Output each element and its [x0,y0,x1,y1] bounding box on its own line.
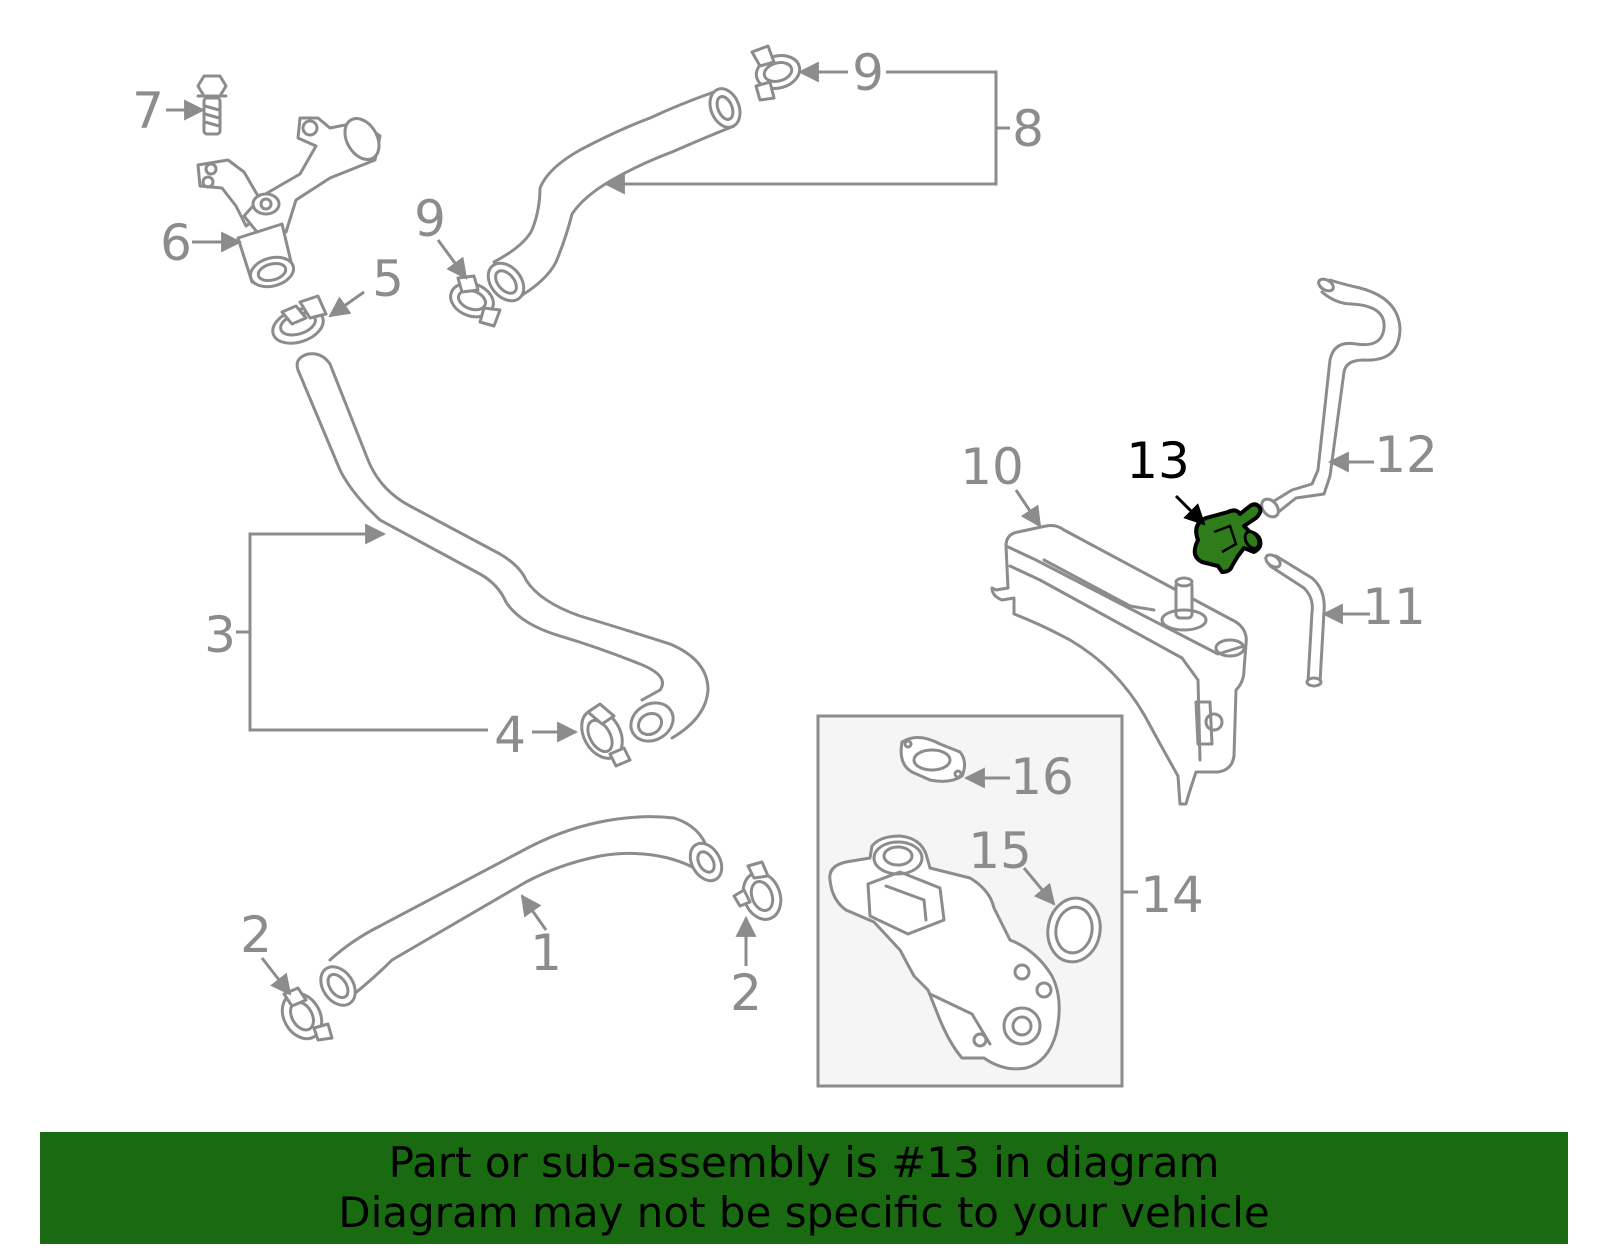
clamp-part-2-left [280,986,334,1042]
banner-line-disclaimer: Diagram may not be specific to your vehi… [338,1188,1270,1237]
callout-9-lower: 9 [414,190,446,248]
part-notice-banner: Part or sub-assembly is #13 in diagram D… [40,1132,1568,1244]
callout-4: 4 [494,706,526,764]
fitting-part-13-highlighted[interactable] [1192,502,1263,574]
callout-12: 12 [1374,426,1438,484]
leader-1 [520,894,548,931]
clamp-part-9-upper [750,44,802,102]
hose-part-1 [319,815,724,1007]
callout-3: 3 [204,606,236,664]
leader-5 [328,290,365,318]
leader-10 [1014,489,1042,528]
callout-1: 1 [530,924,562,982]
bracket-3 [248,532,488,732]
clamp-part-2-right [732,860,783,921]
bracket-8 [606,70,998,186]
outlet-pipe-part-6 [196,116,382,289]
leader-13 [1174,494,1206,526]
leader-15 [1022,867,1056,906]
callout-15: 15 [968,822,1032,880]
bolt-part-7 [196,74,228,136]
callout-9-upper: 9 [852,44,884,102]
callout-11: 11 [1362,578,1426,636]
callout-6: 6 [160,214,192,272]
water-pump-housing [828,834,1061,1071]
clamp-part-5 [271,294,328,345]
clamp-part-4 [580,702,632,768]
clamp-part-9-lower [449,274,502,328]
hose-part-11 [1264,553,1326,688]
callout-8: 8 [1012,100,1044,158]
hose-part-12 [1260,277,1402,519]
callout-2-right: 2 [730,964,762,1022]
hose-part-8 [486,87,742,303]
leader-9-lower [436,239,468,280]
callout-7: 7 [132,82,164,140]
banner-line-part-number: Part or sub-assembly is #13 in diagram [388,1138,1220,1187]
callout-10: 10 [960,438,1024,496]
seal-ring-part-15 [1046,896,1102,964]
callout-13-highlighted[interactable]: 13 [1126,432,1190,490]
callout-2-left: 2 [240,906,272,964]
leader-2-left [260,957,292,996]
gasket-part-16 [899,736,967,783]
hose-part-3 [295,352,710,743]
callout-5: 5 [372,250,404,308]
callout-16: 16 [1010,748,1074,806]
callout-14: 14 [1140,866,1204,924]
reservoir-part-10 [990,524,1248,806]
